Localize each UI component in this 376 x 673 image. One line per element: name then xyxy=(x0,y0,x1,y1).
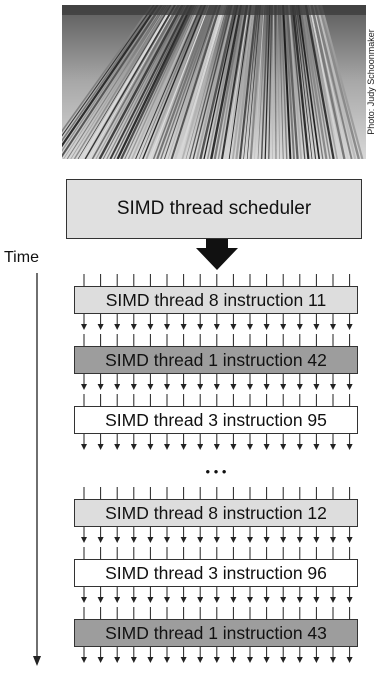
instruction-box: SIMD thread 3 instruction 95 xyxy=(74,406,358,434)
scheduler-label: SIMD thread scheduler xyxy=(116,198,312,219)
instruction-box: SIMD thread 1 instruction 42 xyxy=(74,346,358,374)
time-label: Time xyxy=(4,249,39,266)
instruction-box: SIMD thread 3 instruction 96 xyxy=(74,559,358,587)
scheduler-arrow xyxy=(196,239,238,270)
instruction-label: SIMD thread 1 instruction 42 xyxy=(105,349,327,370)
loom-photo-image xyxy=(62,5,366,159)
instruction-label: SIMD thread 8 instruction 12 xyxy=(105,502,327,523)
ellipsis: • • • xyxy=(206,464,227,479)
loom-photo xyxy=(62,5,366,159)
instruction-label: SIMD thread 8 instruction 11 xyxy=(105,289,327,310)
instruction-label: SIMD thread 3 instruction 96 xyxy=(105,562,327,583)
instruction-label: SIMD thread 1 instruction 43 xyxy=(105,622,327,643)
instruction-box: SIMD thread 8 instruction 12 xyxy=(74,499,358,527)
time-axis-arrowhead xyxy=(33,656,41,666)
instruction-label: SIMD thread 3 instruction 95 xyxy=(105,409,327,430)
instruction-box: SIMD thread 8 instruction 11 xyxy=(74,286,358,314)
instruction-box: SIMD thread 1 instruction 43 xyxy=(74,619,358,647)
scheduler-box: SIMD thread scheduler xyxy=(66,179,362,239)
thread-lanes xyxy=(81,274,353,663)
